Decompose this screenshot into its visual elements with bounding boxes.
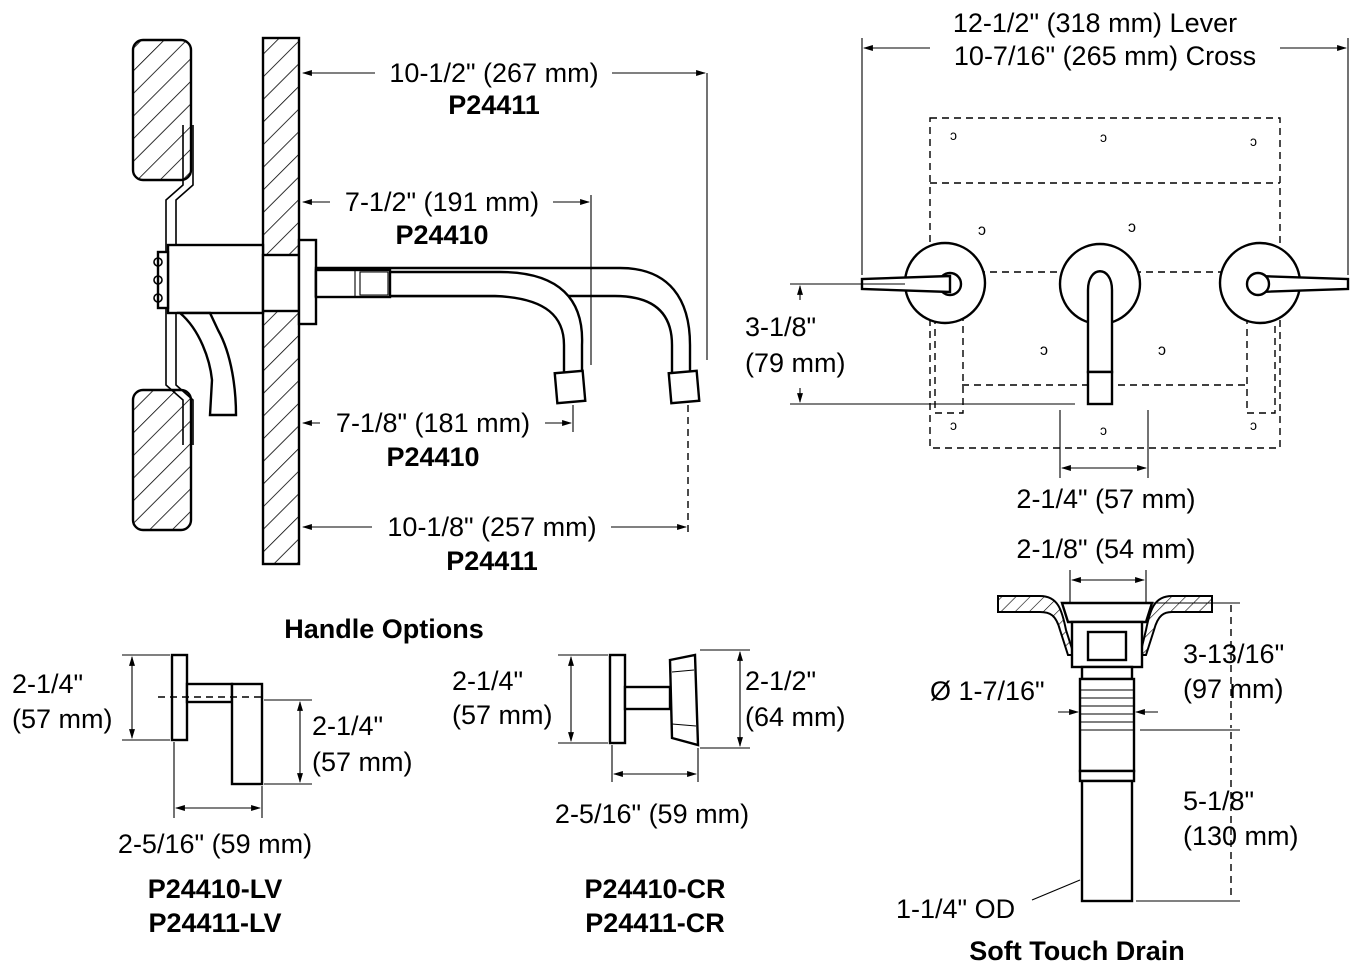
dim-top-lever: 10-1/2" (267 mm) [389,58,598,88]
drain-threaded-body [1078,677,1136,773]
height-mm: (79 mm) [745,348,846,378]
drain-upper-h-mm: (97 mm) [1183,674,1284,704]
cross-plate-h-in: 2-1/4" [452,666,523,696]
lever-handle-h-in: 2-1/4" [312,711,383,741]
lever-plate-h-in: 2-1/4" [12,669,83,699]
svg-text:ɔ: ɔ [1100,129,1107,145]
cross-plate-h-mm: (57 mm) [452,700,553,730]
drain-tailpiece [1080,779,1134,903]
model-spout-cross: P24410 [386,442,479,472]
dim-spout-cross: 7-1/8" (181 mm) [336,408,530,438]
width-cross: 10-7/16" (265 mm) Cross [954,41,1256,71]
lever-depth: 2-5/16" (59 mm) [118,829,312,859]
cross-escutcheon [608,653,627,745]
svg-text:ↄ: ↄ [1158,342,1166,359]
lever-handle-detail: 2-1/4" (57 mm) 2-1/4" (57 mm) 2-5/16" (5… [12,653,413,938]
lever-plate-h-mm: (57 mm) [12,704,113,734]
svg-text:ɔ: ɔ [1250,133,1257,149]
drain-lower-h-in: 5-1/8" [1183,786,1254,816]
spout-width: 2-1/4" (57 mm) [1016,484,1195,514]
svg-text:ↄ: ↄ [978,222,986,239]
drain-lower-h-mm: (130 mm) [1183,821,1299,851]
stud-upper [131,38,193,182]
svg-text:ↄ: ↄ [1128,219,1136,236]
model-top-lever: P24411 [448,90,540,120]
valve-body [166,243,265,315]
lever-model-2: P24411-LV [148,908,281,938]
wall-escutcheon [297,238,318,326]
cross-handle [668,653,700,747]
model-bottom-cross: P24411 [446,546,538,576]
drain-title: Soft Touch Drain [969,936,1185,966]
lever-handle-h-mm: (57 mm) [312,747,413,777]
spout-outlet [1086,370,1114,406]
svg-text:ɔ: ɔ [950,417,957,433]
dim-bottom-cross: 10-1/8" (257 mm) [387,512,596,542]
cross-model-2: P24411-CR [585,908,725,938]
drain-od: 1-1/4" OD [896,894,1015,924]
handle-options-title: Handle Options [284,614,484,644]
handle-options: Handle Options 2-1/4" (57 mm) 2-1/4" (57… [12,614,846,938]
cross-handle-h-in: 2-1/2" [745,666,816,696]
lever-model-1: P24410-LV [148,874,283,904]
stud-lower [131,388,193,532]
front-view: 12-1/2" (318 mm) Lever 10-7/16" (265 mm)… [745,8,1350,514]
basin-right [1138,595,1213,656]
dim-spout-lever: 7-1/2" (191 mm) [345,187,539,217]
model-spout-lever: P24410 [395,220,488,250]
width-lever: 12-1/2" (318 mm) Lever [953,8,1237,38]
cross-handle-detail: 2-1/4" (57 mm) 2-1/2" (64 mm) 2-5/16" (5… [452,649,846,938]
cross-depth: 2-5/16" (59 mm) [555,799,749,829]
svg-text:ɔ: ɔ [950,127,957,143]
drain-top-width: 2-1/8" (54 mm) [1016,534,1195,564]
soft-touch-drain: 2-1/8" (54 mm) Ø 1-7/16" 3-13/16" (97 [896,534,1299,966]
cross-handle-h-mm: (64 mm) [745,702,846,732]
svg-text:ↄ: ↄ [1040,342,1048,359]
side-view: 10-1/2" (267 mm) P24411 7-1/2" (191 mm) … [131,36,708,576]
lever-handle [230,682,264,786]
drain-diameter: Ø 1-7/16" [930,676,1045,706]
cross-model-1: P24410-CR [584,874,725,904]
basin-left [997,595,1076,656]
drain-upper-h-in: 3-13/16" [1183,639,1284,669]
height-in: 3-1/8" [745,312,816,342]
svg-text:ɔ: ɔ [1100,422,1107,438]
svg-text:ɔ: ɔ [1250,417,1257,433]
